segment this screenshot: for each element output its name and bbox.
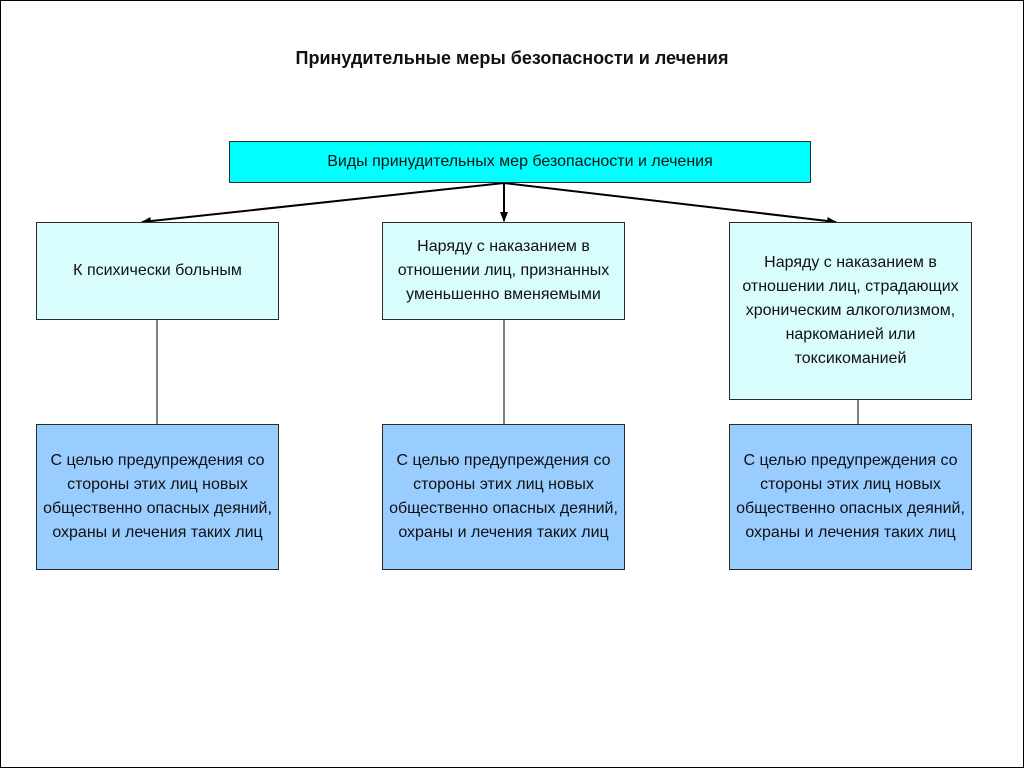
arrow-to-category-3 bbox=[503, 182, 837, 225]
category-box-addiction: Наряду с наказанием в отношении лиц, стр… bbox=[729, 222, 972, 400]
goal-box-3: С целью предупреждения со стороны этих л… bbox=[729, 424, 972, 570]
arrow-to-category-1 bbox=[141, 182, 505, 226]
goal-box-1: С целью предупреждения со стороны этих л… bbox=[36, 424, 279, 570]
diagram-title: Принудительные меры безопасности и лечен… bbox=[295, 48, 729, 68]
goal-box-2: С целью предупреждения со стороны этих л… bbox=[382, 424, 625, 570]
category-box-diminished-responsibility: Наряду с наказанием в отношении лиц, при… bbox=[382, 222, 625, 320]
category-box-mentally-ill: К психически больным bbox=[36, 222, 279, 320]
types-box: Виды принудительных мер безопасности и л… bbox=[229, 141, 811, 183]
